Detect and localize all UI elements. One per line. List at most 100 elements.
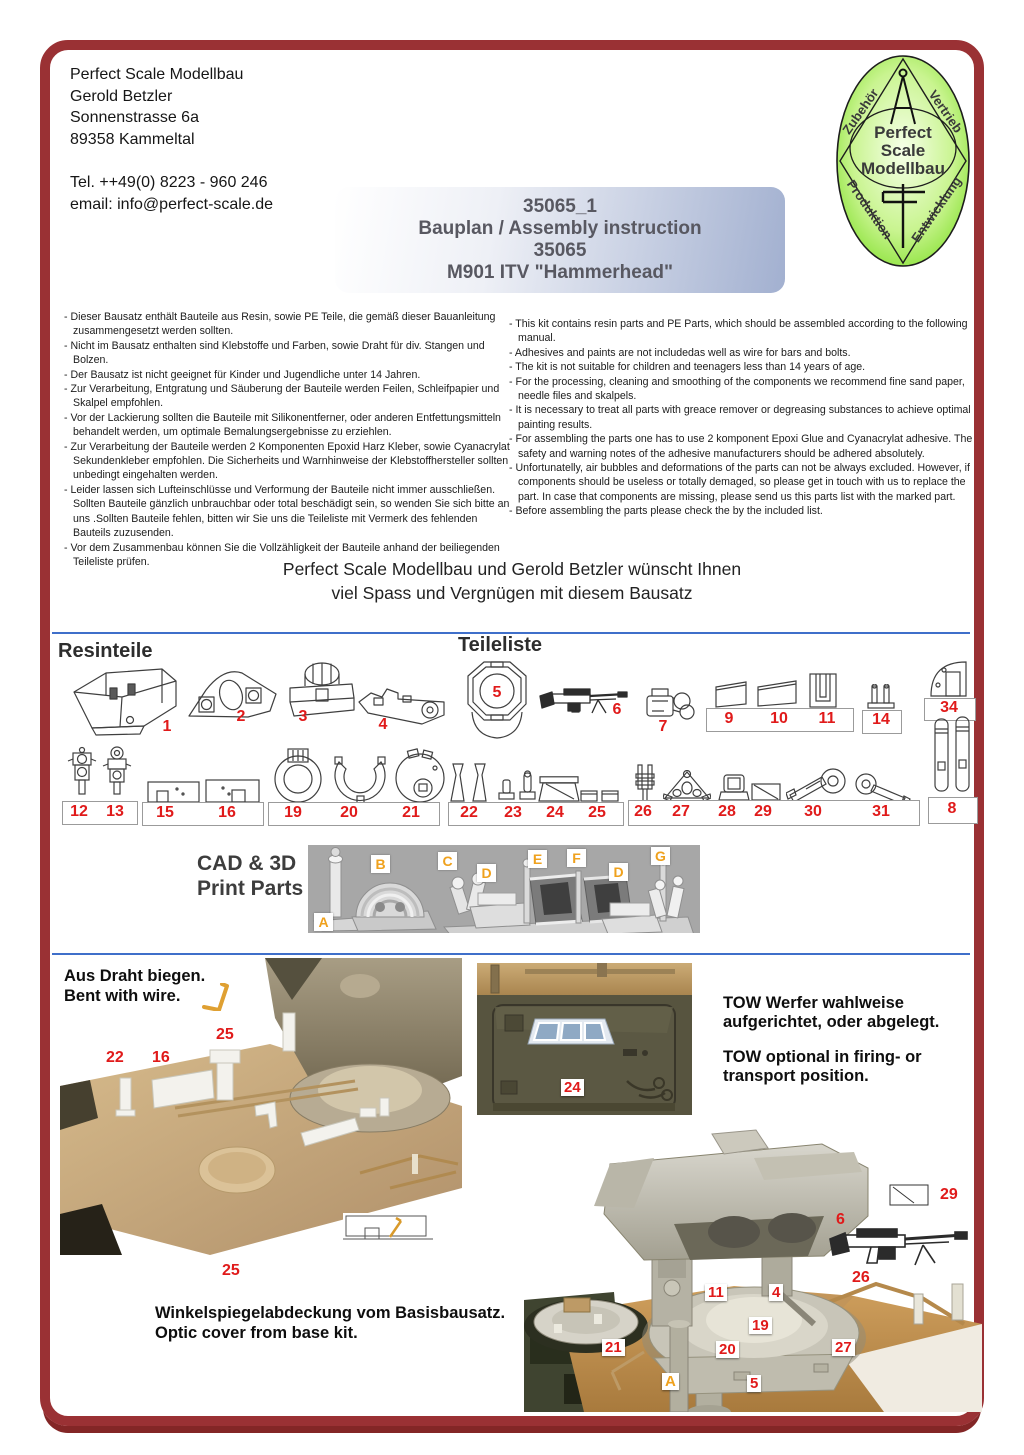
cad-label-B: B: [371, 855, 390, 873]
cad-label-F: F: [567, 849, 586, 867]
part-drawing-15: [147, 781, 201, 803]
photo-label-26: 26: [852, 1269, 870, 1286]
separator-line-bottom: [52, 953, 970, 955]
separator-line-top: [52, 632, 970, 634]
part-drawing-19: [270, 748, 326, 804]
kit-name: M901 ITV "Hammerhead": [446, 262, 674, 283]
part-number: 1: [162, 718, 172, 735]
part-drawing-26: [631, 764, 659, 802]
photo-label-29: 29: [940, 1186, 958, 1203]
part-drawing-20: [330, 752, 390, 804]
part-drawing-24: [538, 776, 582, 803]
part-drawing-3: [286, 660, 356, 718]
company-person: Gerold Betzler: [70, 87, 173, 105]
logo-word-3: Modellbau: [861, 159, 945, 178]
photo-label-22: 22: [106, 1049, 124, 1066]
part-number: 3: [298, 708, 308, 725]
part-number: 29: [754, 803, 772, 820]
company-city: 89358 Kammeltal: [70, 130, 195, 148]
company-phone: Tel. ++49(0) 8223 - 960 246: [70, 174, 268, 191]
company-address-block: Perfect Scale Modellbau Gerold Betzler S…: [70, 64, 243, 150]
company-street: Sonnenstrasse 6a: [70, 109, 199, 126]
photo-hull-top: [60, 958, 462, 1255]
photo-rear-door: [477, 963, 692, 1115]
part-drawing-21: [392, 748, 448, 804]
parts-tray-34: [924, 698, 976, 721]
wire-note-line2: Bent with wire.: [64, 987, 181, 1005]
note-de: - Leider lassen sich Lufteinschlüsse und…: [64, 483, 510, 540]
part-number: 19: [284, 804, 302, 821]
photo-label-4: 4: [769, 1284, 784, 1301]
photo-label-27: 27: [832, 1339, 855, 1356]
part-number: 28: [718, 803, 736, 820]
logo-word-2: Scale: [881, 141, 925, 160]
part-number: 15: [156, 804, 174, 821]
part-number: 16: [218, 804, 236, 821]
parts-tray-14: [862, 710, 902, 734]
part-number: 12: [70, 803, 88, 820]
part-6-diagram: [829, 1228, 968, 1266]
part-drawing-34: [928, 658, 970, 698]
photo-label-19: 19: [749, 1317, 772, 1334]
parts-list-heading: Teileliste: [457, 634, 543, 656]
cad-label-C: C: [438, 852, 457, 870]
parts-tray-8: [928, 797, 978, 824]
part-number: 24: [546, 804, 564, 821]
part-number: 14: [872, 711, 890, 728]
optic-caption-en: Optic cover from base kit.: [155, 1324, 358, 1342]
parts-tray-15-16: [142, 802, 264, 826]
part-number: 34: [940, 699, 958, 716]
cad-heading-line2: Print Parts: [197, 877, 304, 900]
part-drawing-13: [101, 746, 133, 800]
tow-note-en-line1: TOW optional in firing- or: [723, 1048, 922, 1066]
part-number: 6: [612, 701, 622, 718]
cad-label-D1: D: [477, 864, 496, 882]
note-en: - Before assembling the parts please che…: [509, 505, 823, 518]
part-number: 31: [872, 803, 890, 820]
photo-label-11: 11: [705, 1284, 727, 1301]
part-number: 21: [402, 804, 420, 821]
tow-note-en-line2: transport position.: [723, 1067, 869, 1085]
photo-caption-25: 25: [222, 1262, 240, 1279]
part-drawing-4: [356, 682, 452, 728]
part-number: 9: [724, 710, 734, 727]
part-number: 2: [236, 708, 246, 725]
note-de: - Der Bausatz ist nicht geeignet für Kin…: [64, 368, 421, 381]
greeting-line-2: viel Spass und Vergnügen mit diesem Baus…: [331, 583, 693, 603]
part-drawing-23: [496, 768, 538, 802]
part-drawing-25: [580, 790, 620, 803]
tow-note-de-line1: TOW Werfer wahlweise: [723, 994, 904, 1012]
cad-parts-render: [308, 845, 700, 938]
part-number: 25: [588, 804, 606, 821]
photo-label-5: 5: [747, 1375, 762, 1392]
bent-wire-icon: [202, 983, 232, 1011]
note-en: - This kit contains resin parts and PE P…: [509, 318, 968, 345]
note-de: - Zur Verarbeitung der Bauteile werden 2…: [64, 440, 510, 482]
tow-note-de-line2: aufgerichtet, oder abgelegt.: [723, 1013, 940, 1031]
part-drawing-5: [464, 660, 530, 740]
note-de: - Vor der Lackierung sollten die Bauteil…: [64, 411, 501, 439]
page-border-frame: [40, 40, 984, 1426]
part-drawing-27: [663, 770, 711, 802]
part-drawing-10: [756, 678, 800, 710]
photo-label-24: 24: [561, 1079, 584, 1096]
part-drawing-30: [786, 764, 848, 802]
note-en: - For the processing, cleaning and smoot…: [509, 375, 965, 403]
company-logo-icon: Perfect Scale Modellbau Zubehör Vertrieb…: [833, 52, 973, 270]
part-drawing-9: [714, 680, 748, 710]
part-drawing-22: [450, 763, 490, 803]
greeting-line-1: Perfect Scale Modellbau und Gerold Betzl…: [282, 559, 742, 579]
company-name: Perfect Scale Modellbau: [70, 66, 244, 83]
kit-number-variant: 35065_1: [523, 196, 597, 217]
part-drawing-7: [644, 686, 696, 720]
note-de: - Zur Verarbeitung, Entgratung und Säube…: [64, 383, 500, 410]
note-de: - Dieser Bausatz enthält Bauteile aus Re…: [64, 311, 496, 338]
note-en: - Unfortunatelly, air bubbles and deform…: [509, 462, 970, 503]
part-drawing-14: [866, 684, 896, 710]
part-number: 26: [634, 803, 652, 820]
part-number: 30: [804, 803, 822, 820]
part-drawing-11: [808, 672, 840, 710]
optic-caption-de: Winkelspiegelabdeckung vom Basisbausatz.: [155, 1304, 506, 1322]
notes-english: - This kit contains resin parts and PE P…: [509, 317, 975, 519]
part-number: 11: [818, 710, 836, 727]
